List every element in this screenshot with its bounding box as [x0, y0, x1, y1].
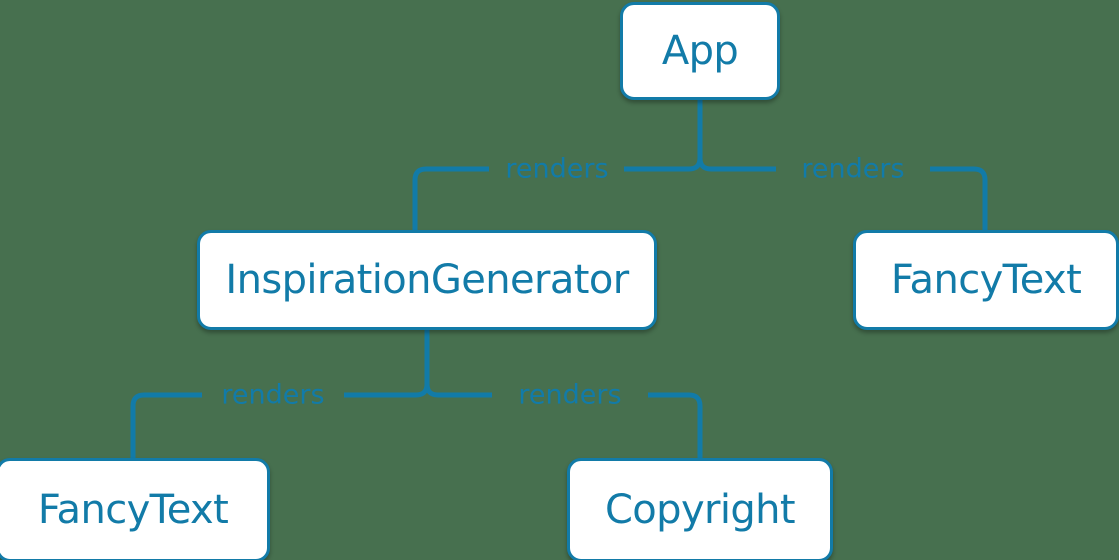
edge-app-stem-left: [688, 157, 703, 172]
node-fancytext-right-label: FancyText: [890, 257, 1082, 303]
node-inspiration-generator[interactable]: InspirationGenerator: [197, 230, 657, 330]
edge-label-inspiration-to-fancytext: renders: [221, 379, 325, 411]
node-copyright-label: Copyright: [604, 487, 796, 533]
node-app[interactable]: App: [620, 2, 780, 100]
node-fancytext-left[interactable]: FancyText: [0, 458, 270, 560]
node-fancytext-right[interactable]: FancyText: [853, 230, 1119, 330]
node-app-label: App: [661, 28, 739, 74]
node-copyright[interactable]: Copyright: [567, 458, 833, 560]
node-fancytext-left-label: FancyText: [37, 487, 229, 533]
edge-app-to-fancytext-bar2: [930, 166, 988, 230]
edge-label-inspiration-to-copyright: renders: [518, 379, 622, 411]
edge-inspiration-stem-left: [415, 383, 430, 398]
edge-inspiration-to-fancytext-bar2: [130, 392, 202, 458]
edge-inspiration-to-copyright-bar2: [648, 392, 703, 458]
edge-inspiration-stem: [424, 330, 439, 398]
edge-label-app-to-inspiration: renders: [505, 153, 609, 185]
edge-app-stem: [697, 100, 712, 172]
edge-label-app-to-fancytext: renders: [801, 153, 905, 185]
node-inspiration-generator-label: InspirationGenerator: [225, 257, 629, 303]
edge-app-to-inspiration-bar2: [412, 166, 489, 230]
